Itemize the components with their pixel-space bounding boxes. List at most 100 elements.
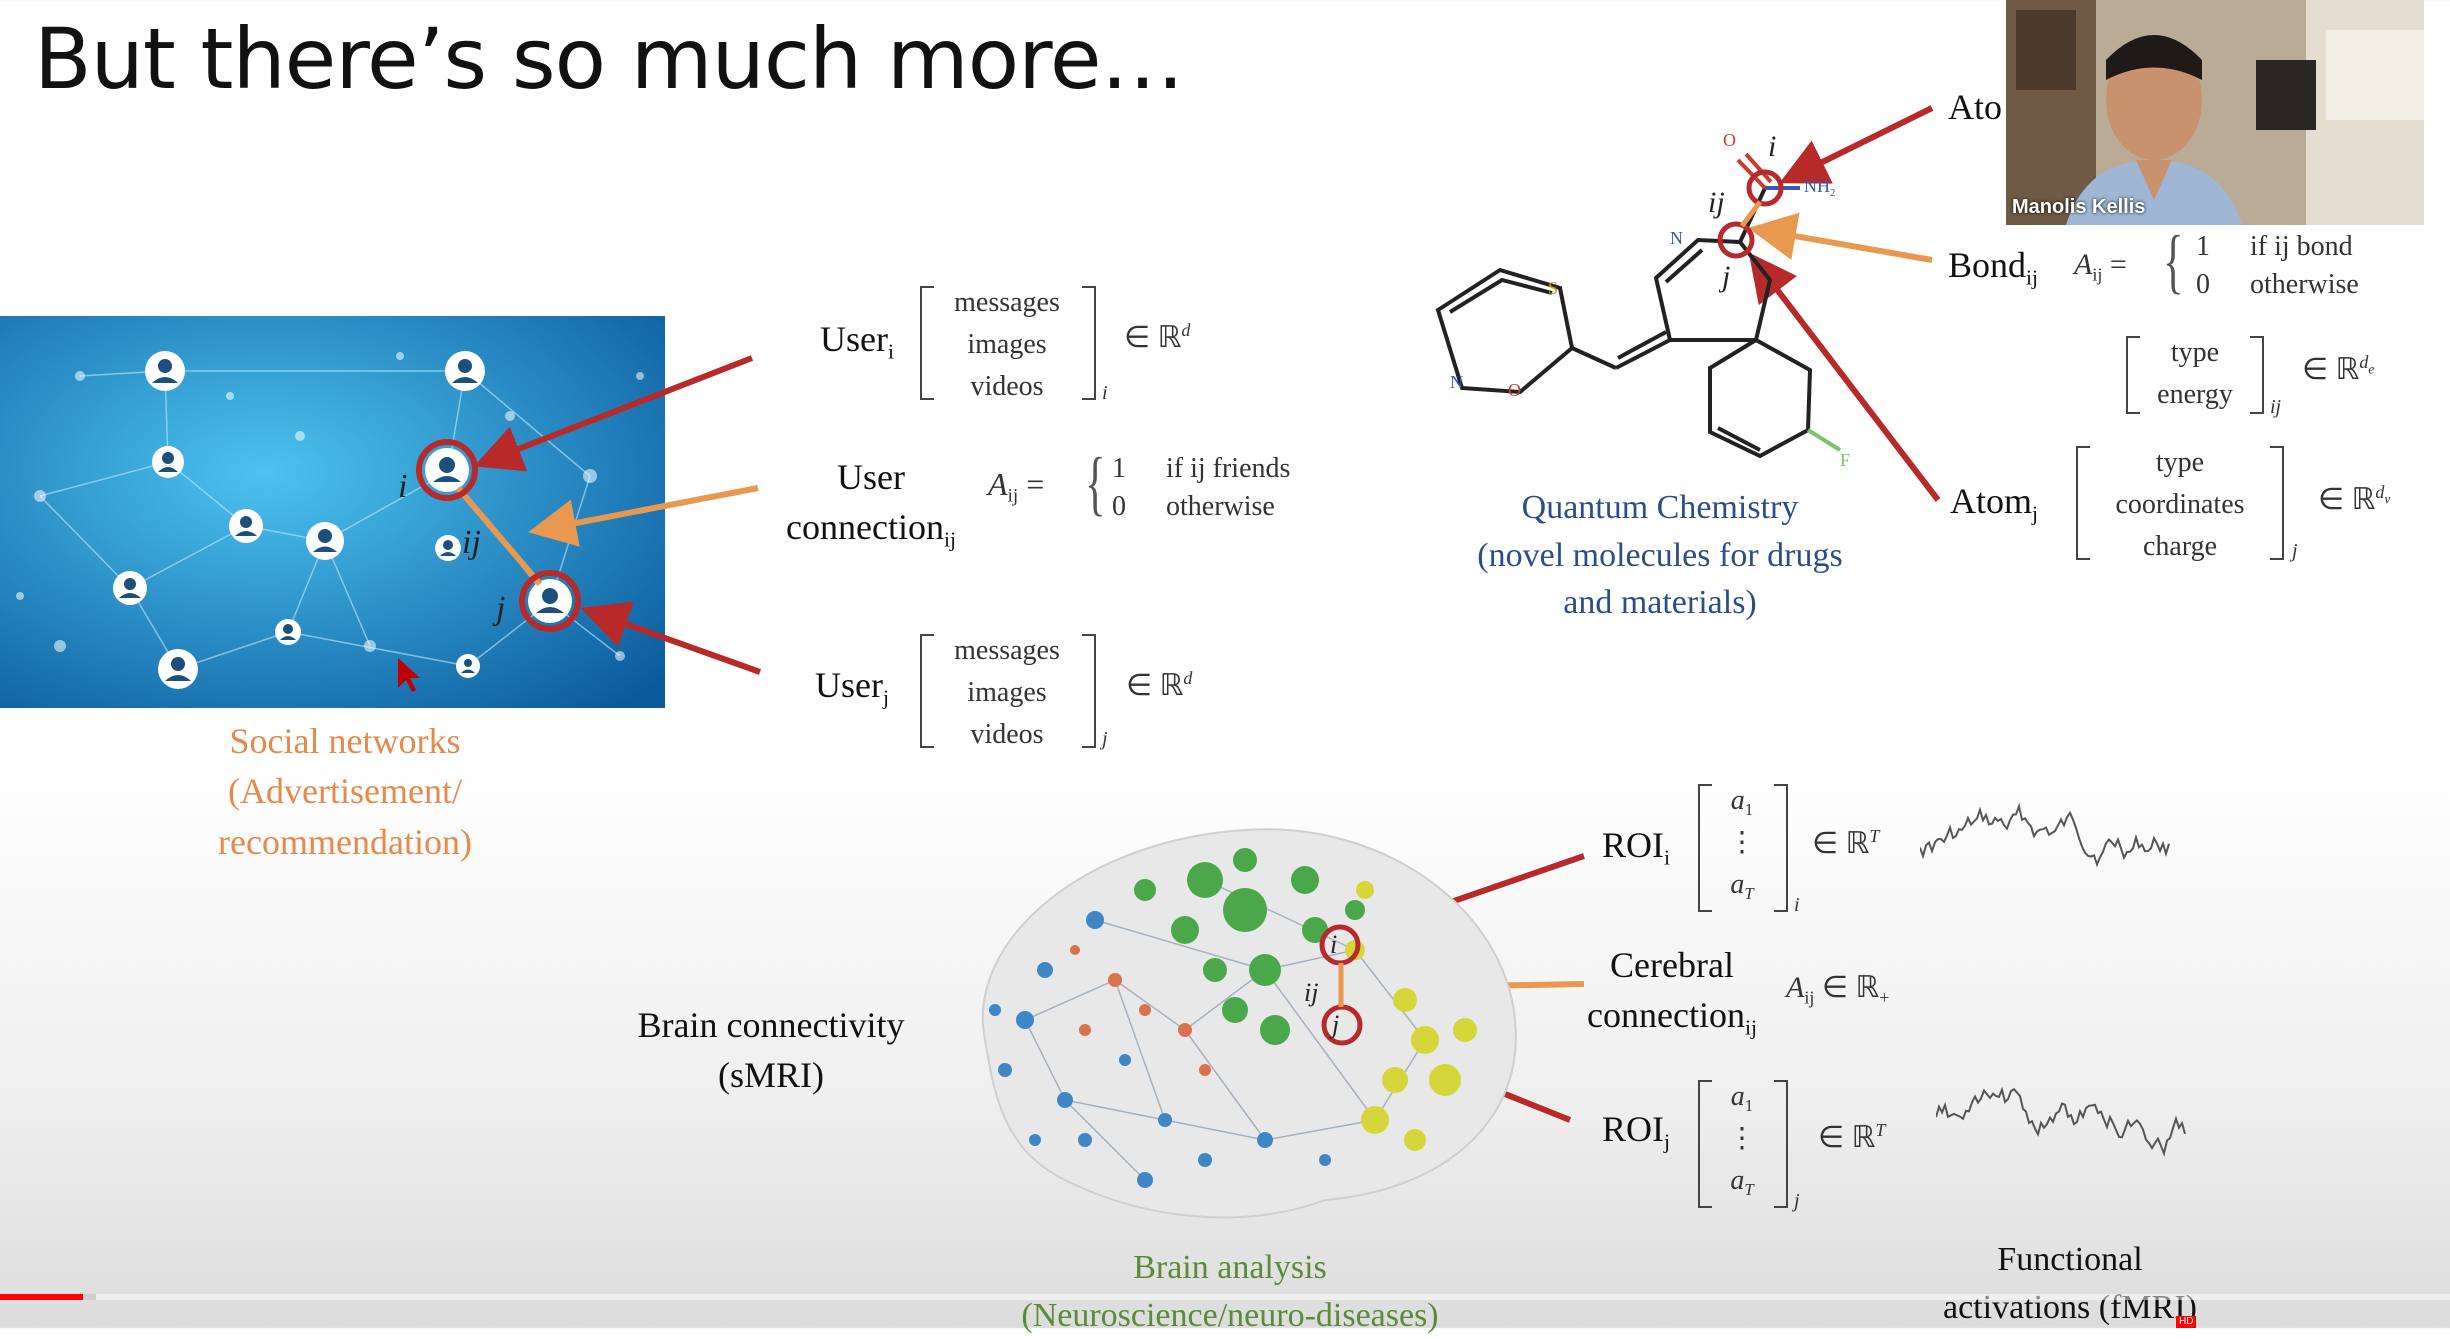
mol-atom-N2: N [1450, 372, 1463, 392]
atom-i-highlight [1746, 169, 1784, 207]
bracket-left [2126, 336, 2140, 414]
user-node [456, 654, 480, 678]
bracket-left [1698, 784, 1712, 912]
roi-j-vector-sub: j [1794, 1190, 1800, 1212]
chemistry-caption-line1: Quantum Chemistry [1521, 489, 1799, 526]
roi-i-label: ROIi [1602, 825, 1670, 870]
cerebral-connection-A: Aij ∈ ℝ+ [1786, 971, 1890, 1008]
video-progress-fill[interactable] [0, 1294, 84, 1300]
mol-atom-F: F [1840, 450, 1851, 470]
user-j-label: Userj [815, 665, 889, 710]
roi-j-space: ∈ ℝT [1818, 1120, 1886, 1154]
user-connection-A: Aij = [988, 466, 1045, 507]
bond-ij-highlight [1740, 200, 1762, 228]
user-node-i [425, 448, 469, 492]
bracket-right [1774, 784, 1788, 912]
brain-caption-line1: Brain analysis [1133, 1249, 1327, 1286]
mol-i: i [1768, 130, 1777, 163]
atom-i-label: Ato [1948, 87, 2002, 127]
mol-atom-O: O [1723, 130, 1736, 150]
brain-node-j-label: j [1332, 1010, 1340, 1039]
bracket-right [2250, 336, 2264, 414]
webcam-frame [2006, 0, 2424, 225]
mol-atom-O2: O [1508, 380, 1521, 400]
user-j-space: ∈ ℝd [1126, 668, 1193, 702]
roi-i-vector-sub: i [1794, 894, 1800, 916]
webcam-name-label: Manolis Kellis [2012, 196, 2146, 218]
mouse-cursor-icon [398, 658, 420, 692]
user-node-j [528, 579, 572, 623]
user-node [152, 446, 184, 478]
webcam-video[interactable]: Manolis Kellis [2006, 0, 2424, 225]
slide-title: But there’s so much more… [34, 10, 1185, 108]
bracket-left [920, 634, 934, 748]
bracket-right [1082, 286, 1096, 400]
video-progress-track[interactable] [0, 1294, 2450, 1300]
brain-node-i-label: i [1330, 930, 1338, 959]
user-i-label: Useri [820, 319, 894, 364]
mol-atom-NH2: NH2 [1804, 176, 1836, 199]
social-caption-line3: recommendation) [218, 821, 472, 862]
fmri-caption-line1: Functional [1997, 1241, 2143, 1278]
social-caption-line1: Social networks [229, 721, 461, 761]
user-connection-label: User connectionij [786, 457, 956, 552]
atom-j-highlight [1717, 221, 1755, 259]
hd-badge: HD [2176, 1316, 2197, 1328]
user-j-vector-sub: j [1102, 728, 1108, 750]
social-node-j-label: j [496, 590, 506, 627]
roi-i-vector: a1 ⋮ aT [1728, 785, 1756, 903]
bond-A: Aij = [2074, 248, 2127, 285]
fmri-signal-i [1920, 802, 2170, 868]
bracket-left [2076, 446, 2090, 560]
arrow-user-connection [528, 485, 759, 547]
bond-label: Bondij [1948, 245, 2039, 290]
roi-i-space: ∈ ℝT [1812, 826, 1880, 860]
arrow-atom-i [1779, 105, 1934, 184]
arrow-user-j [580, 601, 762, 675]
cerebral-connection-label: Cerebral connectionij [1587, 945, 1757, 1040]
social-node-i-label: i [398, 468, 408, 505]
bond-vector-sub: ij [2270, 396, 2282, 418]
brace-icon: { [1084, 443, 1106, 523]
arrow-atom-j [1748, 252, 1941, 502]
brain-network-image [982, 828, 1517, 1219]
bracket-right [1082, 634, 1096, 748]
mol-atom-N: N [1670, 228, 1683, 248]
user-node [306, 522, 344, 560]
social-edge-ij [455, 486, 543, 586]
video-buffer-bar [83, 1294, 96, 1300]
chemistry-caption: Quantum Chemistry (novel molecules for d… [1430, 484, 1890, 627]
mol-j: j [1722, 260, 1731, 293]
roi-j-label: ROIj [1602, 1109, 1670, 1154]
social-node-j-highlight [519, 570, 581, 632]
user-node [229, 509, 263, 543]
social-caption: Social networks (Advertisement/ recommen… [170, 716, 520, 867]
fmri-caption: Functional activations (fMRI) [1880, 1236, 2260, 1331]
brain-edge-ij-label: ij [1304, 978, 1319, 1007]
brace-icon: { [2162, 221, 2184, 301]
brain-caption-line2: (Neuroscience/neuro-diseases) [1021, 1296, 1439, 1334]
user-node [158, 649, 198, 689]
chemistry-caption-line3: and materials) [1563, 584, 1757, 622]
user-i-vector-sub: i [1102, 382, 1108, 404]
bracket-right [1774, 1080, 1788, 1208]
arrow-bond [1748, 212, 1933, 263]
atom-j-space: ∈ ℝdv [2318, 482, 2391, 516]
arrow-user-i [473, 355, 754, 472]
bracket-right [2270, 446, 2284, 560]
user-node [435, 535, 461, 561]
user-i-space: ∈ ℝd [1124, 320, 1191, 354]
bracket-left [920, 286, 934, 400]
atom-j-vector-sub: j [2292, 540, 2298, 562]
chemistry-caption-line2: (novel molecules for drugs [1477, 536, 1843, 574]
brain-connectivity-label: Brain connectivity (sMRI) [637, 1005, 905, 1096]
mol-atom-S: S [1548, 278, 1559, 298]
user-node [113, 571, 147, 605]
brain-caption: Brain analysis (Neuroscience/neuro-disea… [990, 1244, 1470, 1339]
atom-j-label: Atomj [1950, 481, 2039, 526]
fmri-signal-j [1936, 1086, 2186, 1157]
